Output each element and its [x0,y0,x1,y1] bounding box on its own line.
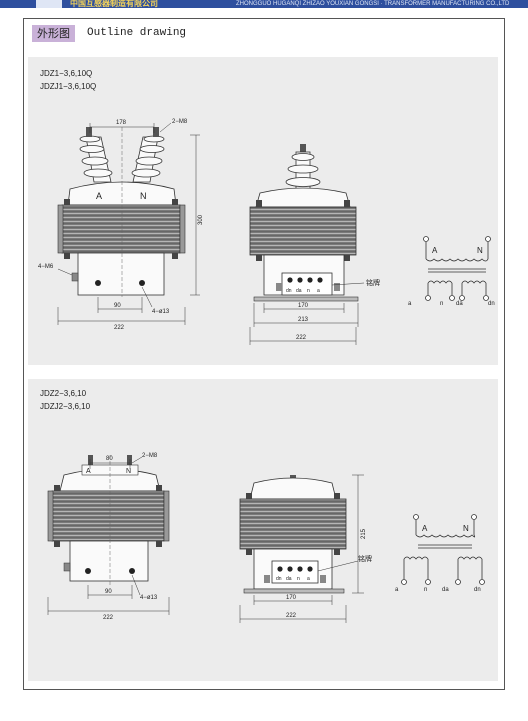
dim-222-side: 222 [296,335,307,341]
bushing-label-n-2: N [126,468,131,475]
schematic-label-n-2: n [424,587,427,593]
model-label-4: JDZJ2−3,6,10 [40,402,91,411]
schematic-label-A-2: A [422,524,428,533]
dim-170-2: 170 [286,595,297,601]
terminal-da-2: da [286,576,292,582]
section-title: Outline drawing [87,27,187,39]
dim-2-m8-2: 2−M8 [142,453,158,459]
page-frame: 外形图 Outline drawing JDZ1−3,6,10Q JDZJ1−3… [23,18,505,690]
schematic-label-A: A [432,246,438,255]
dim-170: 170 [298,303,309,309]
front-view-1: A N [38,119,204,331]
model-label-2: JDZJ1−3,6,10Q [40,82,97,91]
bushing-label-a-2: A [86,468,91,475]
nameplate-label: 铭牌 [366,278,380,287]
terminal-dn: dn [286,288,292,294]
schematic-label-a: a [408,301,412,307]
terminal-a: a [317,288,320,294]
dim-222: 222 [114,325,125,331]
company-logo-icon [36,0,62,8]
nameplate-label-2: 铭牌 [358,554,372,563]
outline-drawing-2: A N [47,453,485,623]
drawing-panel-1: JDZ1−3,6,10Q JDZJ1−3,6,10Q [28,57,498,365]
dim-4-d13: 4−ø13 [152,309,170,315]
dim-213: 213 [298,317,309,323]
side-view-2: dn da n a 215 [239,474,372,623]
dim-222-2: 222 [103,615,114,621]
dim-2-m8: 2−M8 [172,119,188,125]
dim-215: 215 [361,528,367,539]
wiring-schematic-2 [401,514,485,585]
schematic-label-da-2: da [442,587,449,593]
outline-drawing-1: A N [38,119,495,345]
dim-222-side-2: 222 [286,613,297,619]
model-label-3: JDZ2−3,6,10 [40,389,87,398]
section-badge: 外形图 [32,25,75,42]
terminal-dn-2: dn [276,576,282,582]
drawing-panel-2: JDZ2−3,6,10 JDZJ2−3,6,10 A N [28,379,498,681]
company-title: 中国互感器制造有限公司 [70,0,158,8]
schematic-label-N: N [477,246,483,255]
schematic-label-a-2: a [395,587,399,593]
schematic-label-n: n [440,301,443,307]
dim-90: 90 [114,303,121,309]
bushing-label-a: A [96,191,102,201]
model-label-1: JDZ1−3,6,10Q [40,69,93,78]
bushing-label-n: N [140,191,147,201]
schematic-label-N-2: N [463,524,469,533]
terminal-n: n [307,288,310,294]
company-subtitle: ZHONGGUO HUGANQI ZHIZAO YOUXIAN GONGSI ·… [236,1,510,7]
dim-178: 178 [116,120,127,126]
header-bar: 中国互感器制造有限公司 ZHONGGUO HUGANQI ZHIZAO YOUX… [0,0,528,8]
wiring-schematic-1 [423,236,491,301]
dim-4-m6: 4−M6 [38,264,54,270]
dim-90-2: 90 [105,589,112,595]
dim-4-d13-2: 4−ø13 [140,595,158,601]
dim-80: 80 [106,456,113,462]
schematic-label-dn-2: dn [474,587,481,593]
terminal-n-2: n [297,576,300,582]
side-view-1: dn da n a 170 [249,144,380,345]
terminal-da: da [296,288,302,294]
terminal-a-2: a [307,576,310,582]
schematic-label-dn: dn [488,301,495,307]
schematic-label-da: da [456,301,463,307]
dim-300: 300 [198,214,204,225]
front-view-2: A N [47,453,170,621]
